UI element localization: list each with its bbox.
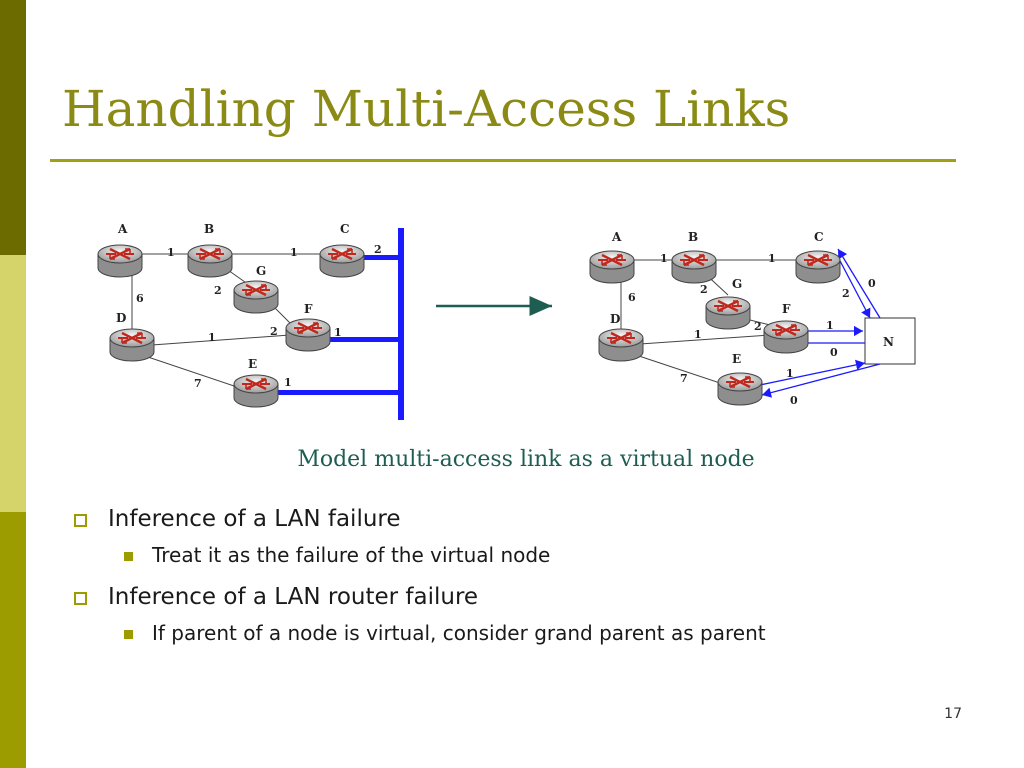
router-icon — [704, 295, 752, 331]
sub-bullet-text: If parent of a node is virtual, consider… — [152, 621, 766, 645]
cost-label: 1 — [208, 331, 216, 344]
router-icon — [284, 317, 332, 353]
cost-label: 1 — [660, 252, 668, 265]
cost-label: 7 — [680, 372, 688, 385]
cost-label: 1 — [786, 367, 794, 380]
bullet-text: Inference of a LAN failure — [108, 506, 401, 532]
sub-bullet-text: Treat it as the failure of the virtual n… — [152, 543, 551, 567]
square-bullet-icon — [74, 514, 87, 527]
cost-label: 0 — [830, 346, 838, 359]
cost-label: 2 — [374, 243, 382, 256]
router-label-c: C — [340, 222, 350, 236]
page-number: 17 — [944, 706, 962, 722]
router-icon — [186, 243, 234, 279]
cost-label: 2 — [842, 287, 850, 300]
virtual-node-n — [864, 317, 916, 365]
router-label-e: E — [732, 352, 741, 366]
router-icon — [96, 243, 144, 279]
router-label-b: B — [204, 222, 214, 236]
router-label-a: A — [611, 230, 622, 244]
cost-label: 7 — [194, 377, 202, 390]
title-underline — [50, 159, 956, 162]
cost-label: 1 — [167, 246, 175, 259]
router-label-g: G — [256, 264, 266, 278]
sub-bullet-item: Treat it as the failure of the virtual n… — [72, 540, 1002, 580]
right-network: N A B C G D F E 1 1 6 2 1 2 7 2 0 1 0 1 — [588, 230, 916, 407]
bullet-item: Inference of a LAN router failure — [72, 580, 1002, 618]
sub-bullet-item: If parent of a node is virtual, consider… — [72, 618, 1002, 658]
side-bar-dark — [0, 0, 26, 255]
router-icon — [762, 319, 810, 355]
router-icon — [318, 243, 366, 279]
cost-label: 1 — [694, 328, 702, 341]
virtual-node-label: N — [883, 335, 894, 349]
cost-label: 1 — [768, 252, 776, 265]
router-label-f: F — [304, 302, 313, 316]
router-label-e: E — [248, 357, 257, 371]
side-bar-olive — [0, 512, 26, 768]
square-bullet-icon — [74, 592, 87, 605]
cost-label: 1 — [334, 326, 342, 339]
router-label-d: D — [610, 312, 620, 326]
network-diagram: A B C G D F E 1 1 6 2 1 2 7 2 1 1 N — [96, 222, 916, 420]
router-label-c: C — [814, 230, 824, 244]
filled-square-bullet-icon — [124, 630, 133, 639]
router-icon — [232, 373, 280, 409]
cost-label: 1 — [826, 319, 834, 332]
router-icon — [597, 327, 645, 363]
router-label-g: G — [732, 277, 742, 291]
bullet-list: Inference of a LAN failure Treat it as t… — [72, 502, 1002, 658]
cost-label: 2 — [754, 320, 762, 333]
cost-label: 0 — [868, 277, 876, 290]
side-bar-light — [0, 255, 26, 512]
cost-label: 6 — [628, 291, 636, 304]
cost-label: 2 — [214, 284, 222, 297]
cost-label: 0 — [790, 394, 798, 407]
router-label-f: F — [782, 302, 791, 316]
router-label-b: B — [688, 230, 698, 244]
lan-bus — [398, 228, 404, 420]
cost-label: 6 — [136, 292, 144, 305]
diagram-caption: Model multi-access link as a virtual nod… — [297, 447, 755, 472]
cost-label: 2 — [700, 283, 708, 296]
cost-label: 2 — [270, 325, 278, 338]
router-icon — [108, 327, 156, 363]
router-icon — [232, 279, 280, 315]
filled-square-bullet-icon — [124, 552, 133, 561]
left-network: A B C G D F E 1 1 6 2 1 2 7 2 1 1 — [96, 222, 404, 420]
router-icon — [794, 249, 842, 285]
router-label-d: D — [116, 311, 126, 325]
router-icon — [716, 371, 764, 407]
router-label-a: A — [117, 222, 128, 236]
router-icon — [670, 249, 718, 285]
router-icon — [588, 249, 636, 285]
slide-title: Handling Multi-Access Links — [62, 80, 791, 138]
cost-label: 1 — [284, 376, 292, 389]
bullet-text: Inference of a LAN router failure — [108, 584, 479, 610]
cost-label: 1 — [290, 246, 298, 259]
bullet-item: Inference of a LAN failure — [72, 502, 1002, 540]
